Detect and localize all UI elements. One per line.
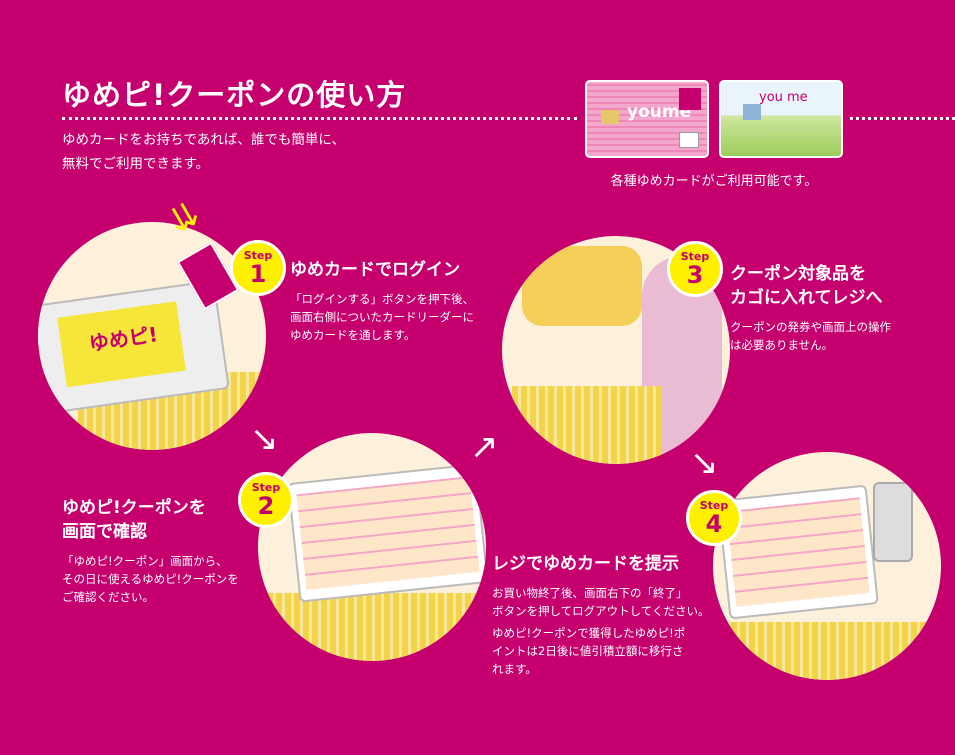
buildings-icon [743,104,761,120]
step4-illustration [713,452,941,680]
intro-text: ゆめカードをお持ちであれば、誰でも簡単に、 無料でご利用できます。 [62,128,345,176]
intro-line: ゆめカードをお持ちであれば、誰でも簡単に、 [62,132,345,148]
step1-title: ゆめカードでログイン [290,260,460,280]
basket [713,622,941,680]
card-brand: youme [627,102,692,122]
arrow-down-right-icon: ↘ [690,443,719,483]
kiosk-logo: ゆめピ! [87,322,160,356]
card-reader [873,482,913,562]
kiosk-screen: ゆめピ! [57,301,186,388]
divider [850,117,955,120]
intro-line: 無料でご利用できます。 [62,156,210,172]
logo-box [679,88,701,110]
page-title: ゆめピ!クーポンの使い方 [62,78,407,112]
step2-body: 「ゆめピ!クーポン」画面から、その日に使えるゆめピ!クーポンをご確認ください。 [62,554,239,604]
coupon-grid [726,497,870,607]
chip-icon [601,110,619,124]
step1-illustration: ゆめピ! [38,222,266,450]
coupon-screen [287,463,486,603]
step1-body: 「ログインする」ボタンを押下後、画面右側についたカードリーダーにゆめカードを通し… [290,292,474,342]
coupon-grid [296,476,480,590]
card-brand: you me [759,90,808,105]
arrow-up-right-icon: ↗ [470,427,499,467]
step2-illustration [258,433,486,661]
coupon-screen [717,484,879,620]
jcb-logo [679,132,699,148]
divider [62,117,577,120]
basket [258,593,486,661]
step3-title: クーポン対象品をカゴに入れてレジへ [730,264,883,308]
basket [512,386,662,464]
arrow-down-right-icon: ↘ [250,419,279,459]
cards-caption: 各種ゆめカードがご利用可能です。 [610,174,818,189]
step3-body: クーポンの発券や画面上の操作は必要ありません。 [730,320,891,352]
fruit-display [522,246,642,326]
step4-note: ゆめピ!クーポンで獲得したゆめピ!ポイントは2日後に値引積立額に移行されます。 [492,626,686,676]
step4-title: レジでゆめカードを提示 [492,554,679,574]
youme-card: you me [719,80,843,158]
youme-card-jcb: youme [585,80,709,158]
step4-body: お買い物終了後、画面右下の「終了」ボタンを押してログアウトしてください。 [492,586,710,618]
step2-title: ゆめピ!クーポンを画面で確認 [62,498,206,542]
